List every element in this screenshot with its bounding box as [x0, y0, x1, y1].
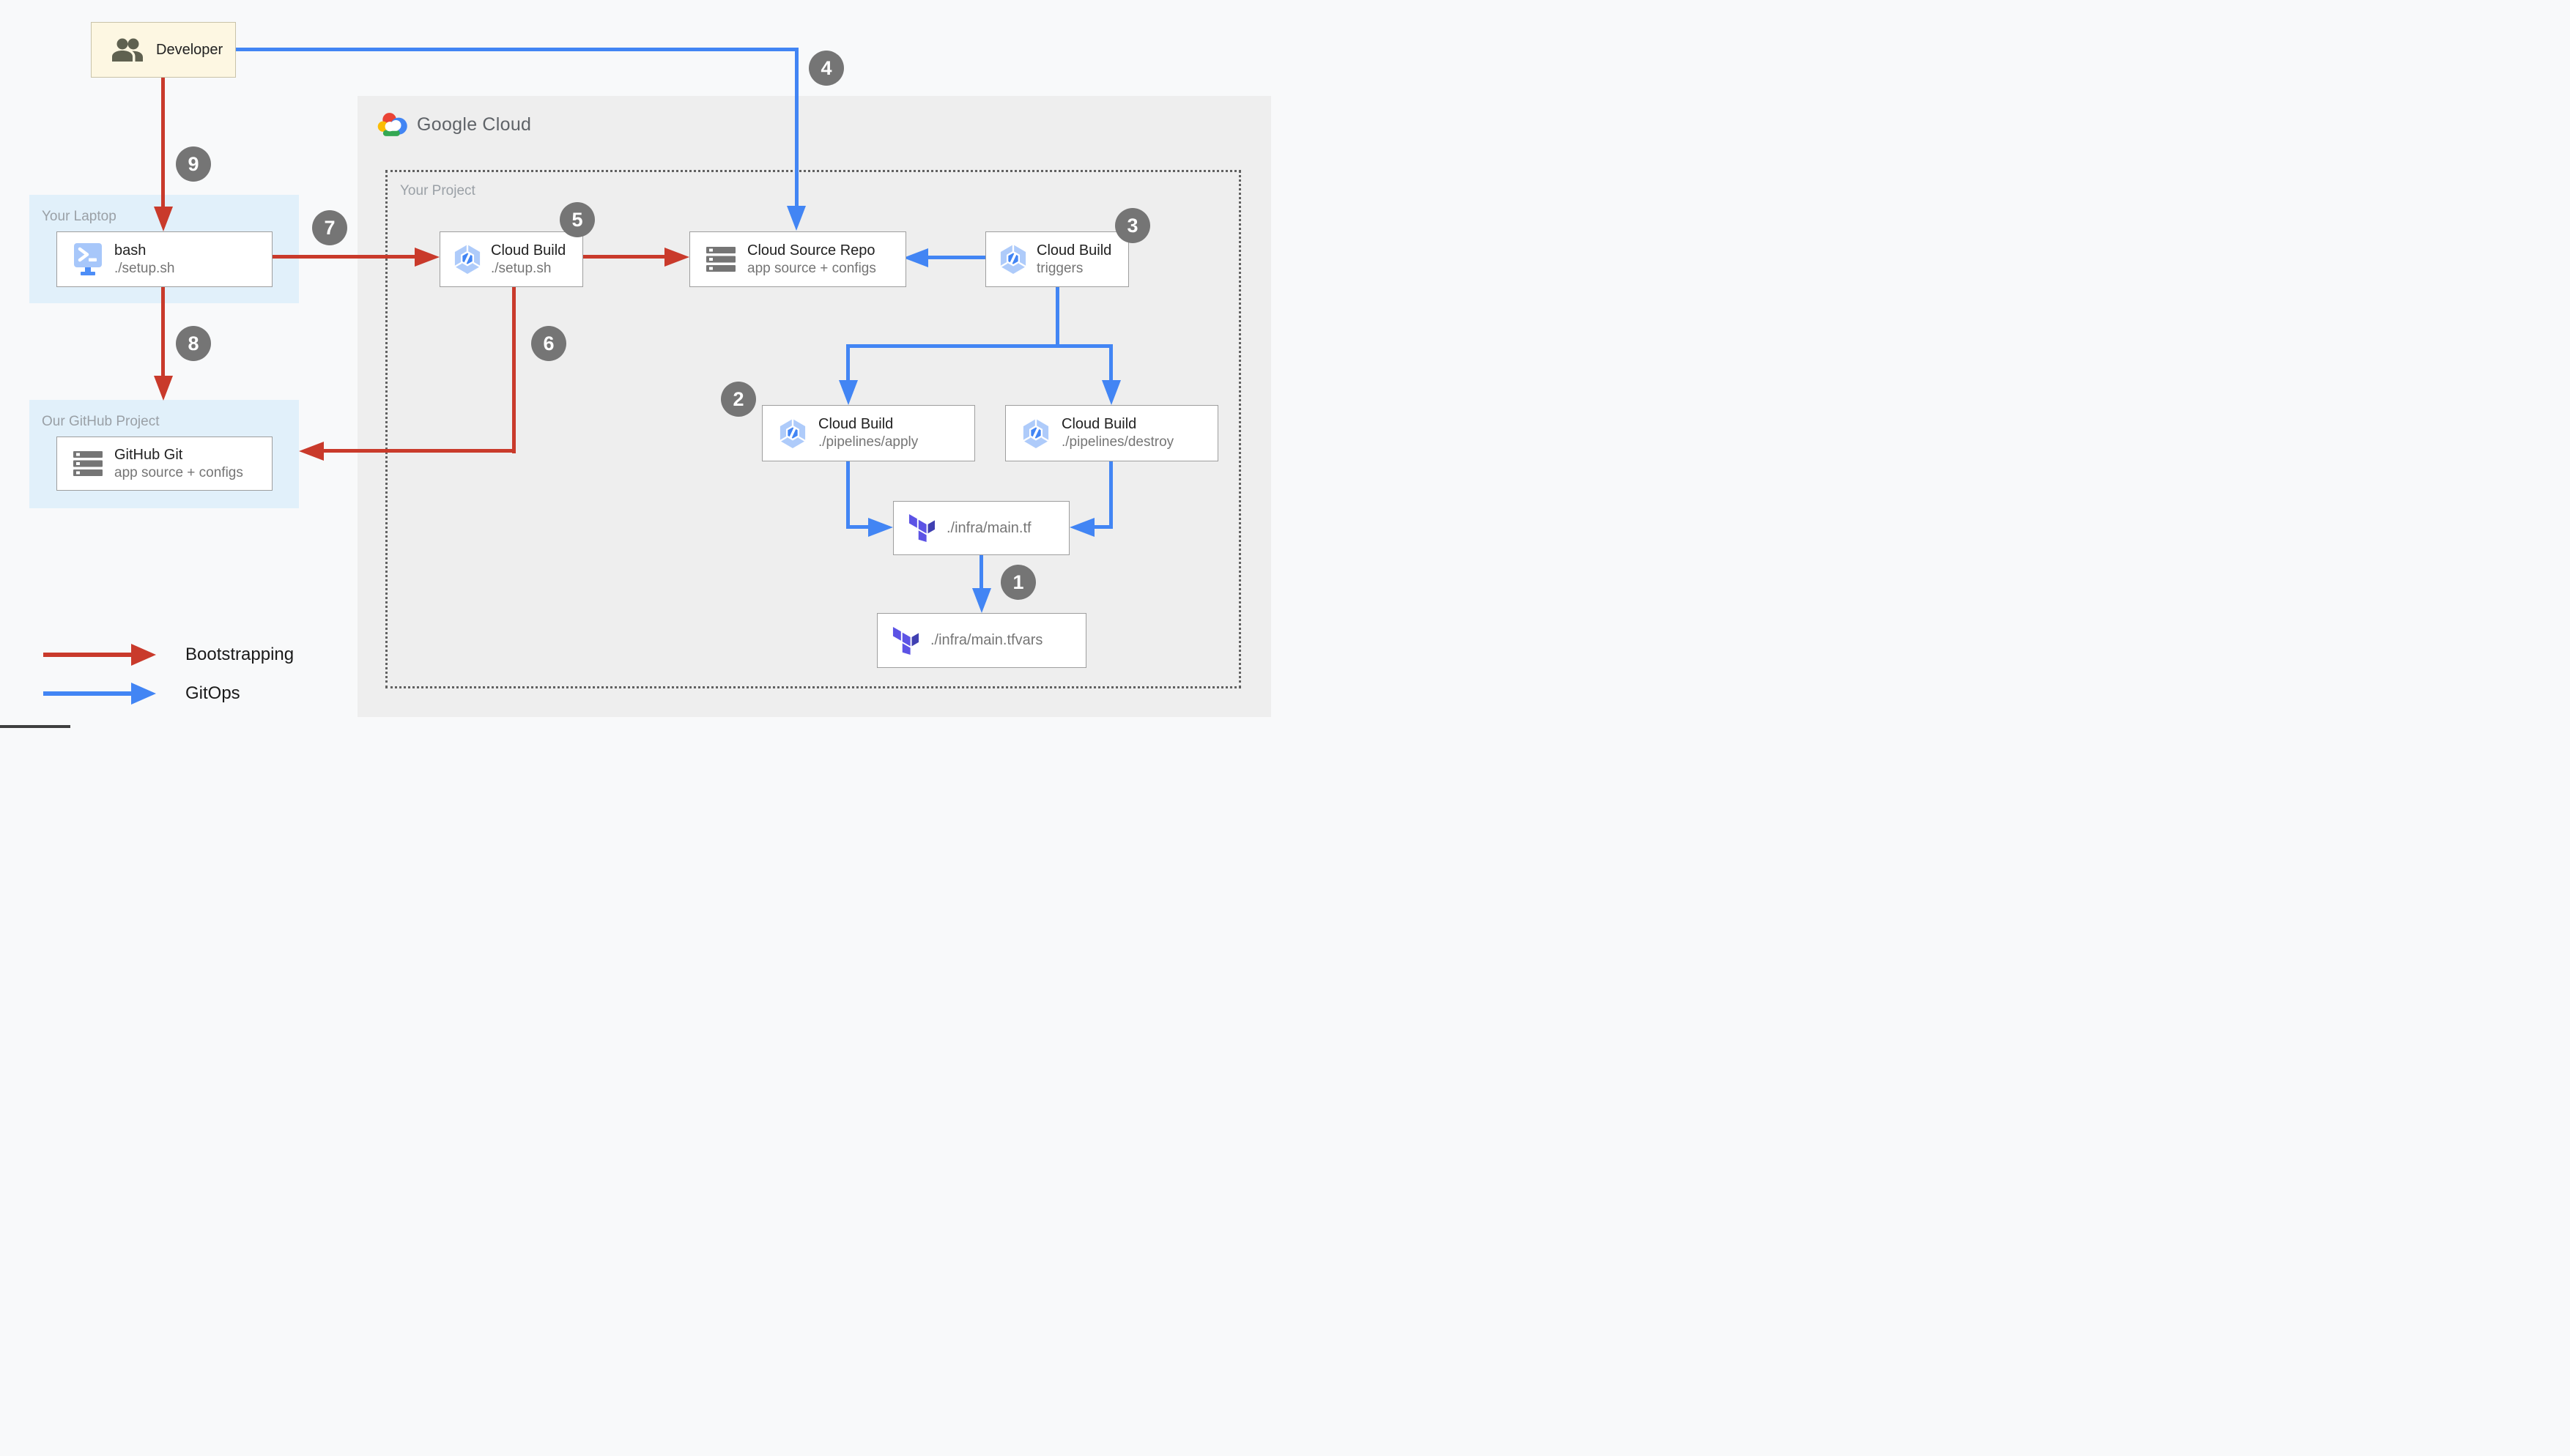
node-cloud-build-destroy-subtitle: ./pipelines/destroy — [1062, 434, 1174, 450]
edge-developer-repo-v — [795, 48, 799, 207]
terraform-icon — [908, 514, 935, 542]
node-cloud-build-setup-subtitle: ./setup.sh — [491, 260, 552, 276]
legend-gitops-label: GitOps — [185, 683, 240, 703]
arrowhead-split-destroy — [1102, 380, 1121, 405]
legend-bootstrapping-arrow — [43, 653, 131, 657]
arrowhead-apply-maintf — [868, 518, 893, 537]
edge-laptop-github — [161, 285, 165, 376]
arrowhead-bash-cloudbuild — [415, 248, 440, 267]
node-cloud-build-destroy-title: Cloud Build — [1062, 416, 1137, 433]
developer-people-icon — [111, 38, 144, 62]
step-badge-3: 3 — [1115, 208, 1150, 243]
your-project-label: Your Project — [400, 183, 475, 198]
edge-destroy-maintf-v — [1109, 461, 1113, 529]
google-cloud-icon — [377, 112, 408, 137]
arrowhead-cloudbuild-github — [299, 442, 324, 461]
node-github-git-title: GitHub Git — [114, 446, 183, 463]
node-cloud-source-repo: Cloud Source Repo app source + configs — [689, 231, 906, 287]
node-cloud-build-setup-title: Cloud Build — [491, 242, 566, 259]
node-cloud-build-triggers: Cloud Build triggers — [985, 231, 1129, 287]
your-laptop-label: Your Laptop — [42, 209, 116, 224]
cloud-build-icon — [453, 244, 481, 275]
node-infra-main-tf: ./infra/main.tf — [893, 501, 1070, 555]
step-badge-2: 2 — [721, 382, 756, 417]
arrowhead-laptop-github — [154, 376, 173, 401]
edge-apply-maintf-h — [846, 525, 870, 529]
node-bash-title: bash — [114, 242, 147, 259]
your-project-area — [385, 170, 1241, 688]
arrowhead-triggers-repo — [903, 248, 928, 267]
repo-servers-icon — [706, 247, 736, 272]
cloud-build-icon — [1022, 418, 1050, 449]
edge-triggers-repo — [927, 256, 986, 259]
node-github-git-subtitle: app source + configs — [114, 464, 243, 480]
node-bash-subtitle: ./setup.sh — [114, 260, 175, 276]
edge-maintf-tfvars — [980, 555, 983, 589]
edge-cloudbuild-github-v — [512, 287, 516, 453]
arrowhead-maintf-tfvars — [972, 588, 991, 613]
node-infra-main-tfvars-label: ./infra/main.tfvars — [930, 632, 1043, 648]
step-badge-1: 1 — [1001, 565, 1036, 600]
node-cloud-build-triggers-subtitle: triggers — [1037, 260, 1084, 276]
legend-gitops-arrowhead — [131, 683, 156, 705]
screenshot-edge-artifact — [0, 725, 70, 728]
node-cloud-build-destroy: Cloud Build ./pipelines/destroy — [1005, 405, 1218, 461]
edge-developer-repo-h — [236, 48, 799, 51]
node-bash: bash ./setup.sh — [56, 231, 273, 287]
node-developer-title: Developer — [156, 42, 223, 58]
edge-apply-maintf-v — [846, 461, 850, 529]
arrowhead-cloudbuild-repo — [664, 248, 689, 267]
edge-destroy-maintf-h — [1093, 525, 1113, 529]
step-badge-8: 8 — [176, 326, 211, 361]
arrowhead-destroy-maintf — [1070, 518, 1095, 537]
node-github-git: GitHub Git app source + configs — [56, 437, 273, 491]
node-cloud-source-repo-title: Cloud Source Repo — [747, 242, 875, 259]
step-badge-4: 4 — [809, 51, 844, 86]
node-cloud-build-apply-title: Cloud Build — [818, 416, 894, 433]
legend-bootstrapping-arrowhead — [131, 644, 156, 666]
node-cloud-build-apply-subtitle: ./pipelines/apply — [818, 434, 919, 450]
edge-split-destroy-v — [1109, 344, 1113, 381]
repo-servers-icon — [73, 451, 103, 476]
node-cloud-build-apply: Cloud Build ./pipelines/apply — [762, 405, 975, 461]
step-badge-5: 5 — [560, 202, 595, 237]
arrowhead-split-apply — [839, 380, 858, 405]
node-infra-main-tf-label: ./infra/main.tf — [947, 519, 1032, 536]
node-cloud-build-setup: Cloud Build ./setup.sh — [440, 231, 583, 287]
cloud-build-icon — [779, 418, 807, 449]
edge-bash-cloudbuild — [272, 255, 415, 259]
edge-triggers-split-h — [846, 344, 1113, 348]
arrowhead-developer-bash — [154, 207, 173, 231]
legend-gitops-arrow — [43, 691, 131, 696]
edge-triggers-split-v — [1056, 287, 1059, 346]
node-cloud-build-triggers-title: Cloud Build — [1037, 242, 1112, 259]
edge-developer-bash — [161, 78, 165, 207]
node-infra-main-tfvars: ./infra/main.tfvars — [877, 613, 1086, 668]
node-developer: Developer — [91, 22, 236, 78]
edge-split-apply-v — [846, 344, 850, 381]
terraform-icon — [892, 626, 919, 655]
edge-cloudbuild-github-h — [322, 449, 516, 453]
step-badge-6: 6 — [531, 326, 566, 361]
step-badge-9: 9 — [176, 146, 211, 182]
legend-bootstrapping-label: Bootstrapping — [185, 645, 295, 664]
arrowhead-developer-repo — [787, 206, 806, 231]
step-badge-7: 7 — [312, 210, 347, 245]
cloud-build-icon — [999, 244, 1027, 275]
node-cloud-source-repo-subtitle: app source + configs — [747, 260, 876, 276]
github-project-label: Our GitHub Project — [42, 414, 160, 429]
edge-cloudbuild-repo — [583, 255, 665, 259]
terminal-icon — [73, 242, 103, 276]
